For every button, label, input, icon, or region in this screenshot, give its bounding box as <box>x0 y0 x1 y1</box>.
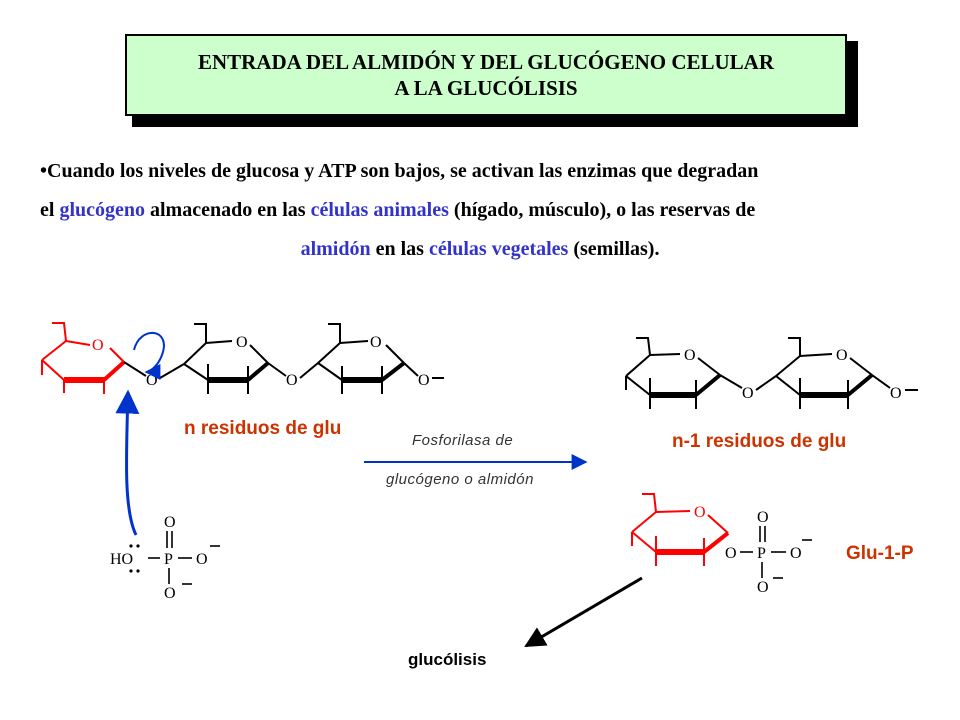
phosphate-product: O P O O O <box>725 509 802 596</box>
oxygen-link-2: O <box>286 372 298 389</box>
term-celulas-vegetales: células vegetales <box>428 238 569 260</box>
lone-pair-dots <box>129 544 140 573</box>
red-glucose-ring-left <box>41 322 126 394</box>
phosphorus-product: P <box>757 545 766 562</box>
oxygen-product-right: O <box>790 545 802 562</box>
oxygen-link-1: O <box>146 372 158 389</box>
enzyme-label-line-1: Fosforilasa de <box>412 432 514 449</box>
text-5: en las <box>370 238 429 260</box>
bond-terminal-right <box>871 374 891 389</box>
text-4: (hígado, músculo), o las reservas de <box>448 199 756 221</box>
glucose-ring-2 <box>183 323 270 394</box>
text-2: el <box>40 199 60 221</box>
bond-link-1a <box>123 361 147 377</box>
text-3: almacenado en las <box>145 199 311 221</box>
oxygen-ring-b-right: O <box>836 347 848 364</box>
title-line-1: ENTRADA DEL ALMIDÓN Y DEL GLUCÓGENO CELU… <box>197 50 775 74</box>
bullet: • <box>40 160 48 182</box>
oxygen-link-right: O <box>742 385 754 402</box>
bond-link-2b <box>299 362 319 379</box>
phosphorus-left: P <box>164 551 173 568</box>
term-celulas-animales: células animales <box>310 199 449 221</box>
oxygen-p-top-left: O <box>164 514 176 531</box>
phosphate-left: HO P O O O <box>110 514 208 602</box>
text-6: (semillas). <box>568 238 660 260</box>
oxygen-red-left: O <box>92 337 104 354</box>
label-n-residues: n residuos de glu <box>184 418 342 439</box>
bond-link-right-a <box>719 374 743 389</box>
glucose-ring-b-right <box>775 337 874 409</box>
oxygen-p-bottom-left: O <box>164 585 176 602</box>
oxygen-product-bottom: O <box>757 579 769 596</box>
oxygen-terminal-left: O <box>418 372 430 389</box>
glucose-ring-3 <box>317 323 406 394</box>
paragraph-line-3: almidón en las células vegetales (semill… <box>40 230 920 269</box>
oxygen-ring-3: O <box>370 334 382 351</box>
oxygen-ring-2: O <box>236 334 248 351</box>
description-paragraph: •Cuando los niveles de glucosa y ATP son… <box>40 152 920 269</box>
glucose-ring-a-right <box>625 337 722 409</box>
phosphate-attack-arrow-icon <box>115 389 140 536</box>
oxygen-terminal-right: O <box>890 385 902 402</box>
title-box: ENTRADA DEL ALMIDÓN Y DEL GLUCÓGENO CELU… <box>125 34 847 116</box>
label-glucolisis: glucólisis <box>408 650 487 669</box>
bond-link-1b <box>159 363 185 379</box>
term-glucogeno: glucógeno <box>59 199 145 221</box>
enzyme-label-line-2: glucógeno o almidón <box>386 471 534 488</box>
ho-label: HO <box>110 551 133 568</box>
oxygen-red-product: O <box>694 504 706 521</box>
oxygen-ring-a-right: O <box>684 347 696 364</box>
phosphate-product-bonds <box>740 526 812 579</box>
phosphate-left-bonds <box>148 531 220 585</box>
title-line-2: A LA GLUCÓLISIS <box>394 76 578 100</box>
term-almidon: almidón <box>300 238 371 260</box>
label-n1-residues: n-1 residuos de glu <box>672 431 847 452</box>
bond-terminal-left <box>403 362 419 377</box>
oxygen-product-top: O <box>757 509 769 526</box>
label-glu1p: Glu-1-P <box>846 543 914 564</box>
red-glucose-ring-product <box>631 493 730 566</box>
text-1: Cuando los niveles de glucosa y ATP son … <box>47 160 759 182</box>
oxygen-product-link: O <box>725 545 737 562</box>
oxygen-p-right-left: O <box>196 551 208 568</box>
bond-link-2a <box>267 362 287 377</box>
curved-arrow-icon <box>133 332 165 380</box>
bond-link-right-b <box>755 375 777 391</box>
glucolysis-arrow-icon <box>524 576 643 648</box>
